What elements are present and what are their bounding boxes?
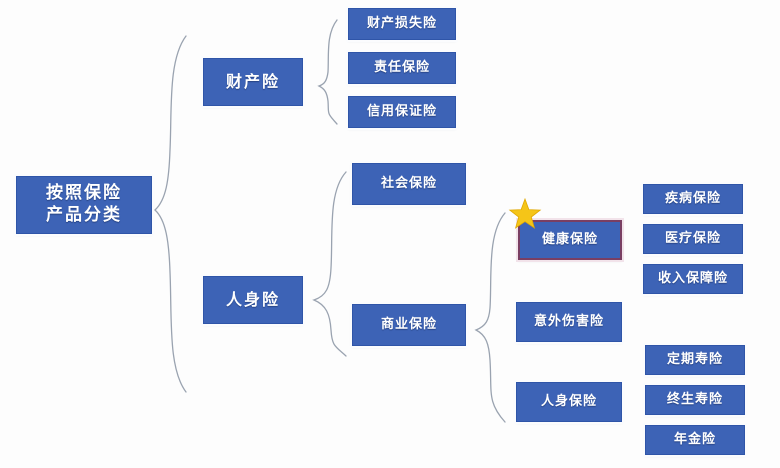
node-l2-social[interactable]: 社会保险 (352, 163, 466, 205)
node-l3-life[interactable]: 人身保险 (516, 382, 622, 422)
node-l2-property-loss[interactable]: 财产损失险 (348, 8, 456, 40)
node-l4-disease[interactable]: 疾病保险 (643, 184, 743, 214)
node-l2-credit-surety[interactable]: 信用保证险 (348, 96, 456, 128)
commercial-to-children (474, 212, 506, 423)
node-l3-accident[interactable]: 意外伤害险 (516, 302, 622, 342)
node-root[interactable]: 按照保险 产品分类 (16, 176, 152, 234)
node-l4-annuity[interactable]: 年金险 (645, 425, 745, 455)
node-l4-term-life[interactable]: 定期寿险 (645, 345, 745, 375)
root-to-level1-brace (154, 35, 187, 393)
node-l1-property[interactable]: 财产险 (203, 58, 303, 106)
personal-to-children (312, 171, 347, 357)
node-l1-personal[interactable]: 人身险 (203, 276, 303, 324)
node-l3-health[interactable]: 健康保险 (518, 220, 622, 260)
property-to-children (317, 19, 338, 125)
node-l4-medical[interactable]: 医疗保险 (643, 224, 743, 254)
node-l2-commercial[interactable]: 商业保险 (352, 304, 466, 346)
node-l4-whole-life[interactable]: 终生寿险 (645, 385, 745, 415)
node-l4-income-protect[interactable]: 收入保障险 (643, 264, 743, 294)
node-l2-liability[interactable]: 责任保险 (348, 52, 456, 84)
